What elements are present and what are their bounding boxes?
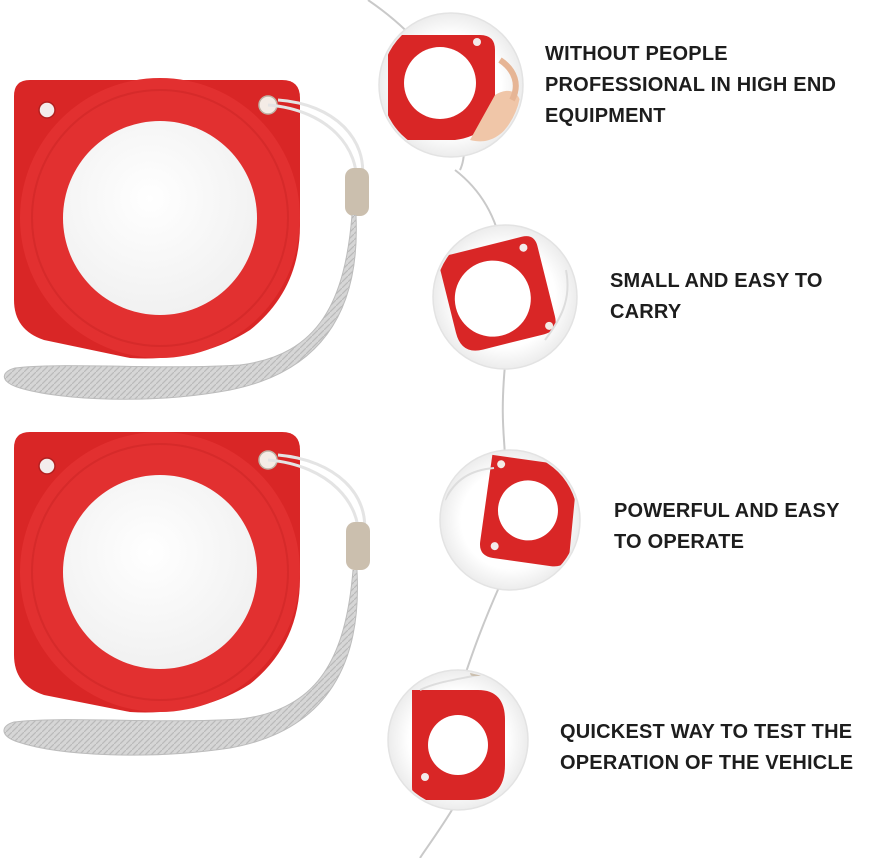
feature-line: TO OPERATE bbox=[614, 531, 745, 553]
feature-text-2: SMALL AND EASY TO CARRY bbox=[610, 266, 823, 328]
strap-bottom bbox=[3, 453, 370, 756]
feature-line: WITHOUT PEOPLE bbox=[545, 43, 728, 65]
feature-text-3: POWERFUL AND EASY TO OPERATE bbox=[614, 496, 840, 558]
feature-line: OPERATION OF THE VEHICLE bbox=[560, 752, 854, 774]
feature-line: CARRY bbox=[610, 301, 682, 323]
feature-line: QUICKEST WAY TO TEST THE bbox=[560, 721, 853, 743]
tester-small-icon bbox=[432, 224, 578, 370]
product-card-top bbox=[14, 78, 300, 359]
tester-vehicle-icon bbox=[387, 669, 529, 811]
product-card-bottom bbox=[14, 432, 300, 713]
feature-line: EQUIPMENT bbox=[545, 105, 666, 127]
feature-line: PROFESSIONAL IN HIGH END bbox=[545, 74, 837, 96]
feature-line: POWERFUL AND EASY bbox=[614, 500, 840, 522]
strap-top bbox=[3, 98, 369, 400]
feature-text-4: QUICKEST WAY TO TEST THE OPERATION OF TH… bbox=[560, 717, 853, 779]
tester-operate-icon bbox=[439, 449, 581, 591]
feature-line: SMALL AND EASY TO bbox=[610, 270, 823, 292]
feature-text-1: WITHOUT PEOPLE PROFESSIONAL IN HIGH END … bbox=[545, 39, 836, 132]
hand-holding-tester-icon bbox=[378, 12, 524, 158]
